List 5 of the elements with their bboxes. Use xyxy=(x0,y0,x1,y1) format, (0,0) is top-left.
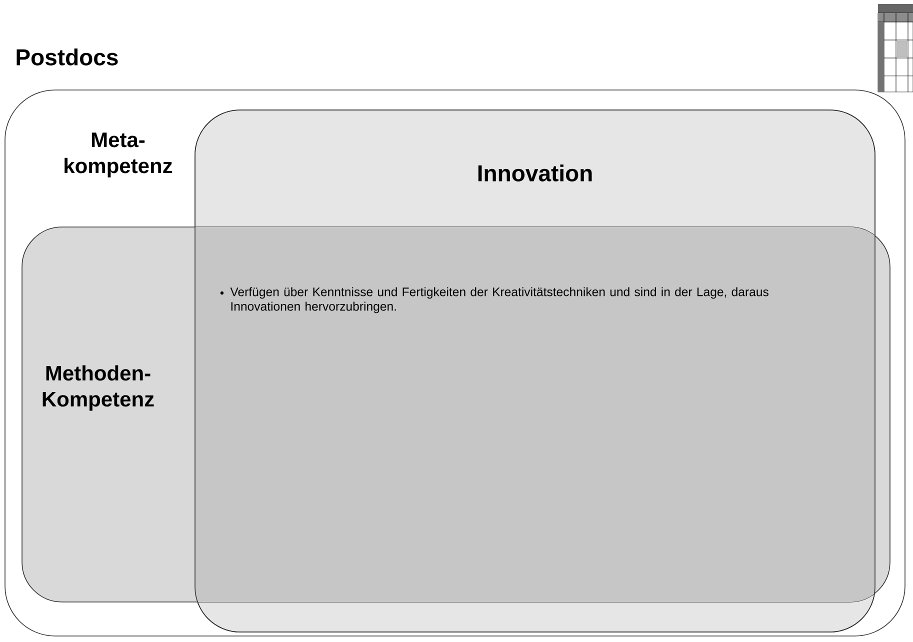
region-heading: Meta- kompetenz xyxy=(64,132,172,178)
region-heading: Innovation xyxy=(478,164,592,182)
region-heading: Methoden- Kompetenz xyxy=(42,365,154,411)
title: Postdocs xyxy=(16,48,118,66)
bullet-text: Verfügen über Kenntnisse und Fertigkeiten der Kreativitätstechniken und sind in der Lage, daraus Innovationen hervorzubringen. xyxy=(230,287,768,314)
